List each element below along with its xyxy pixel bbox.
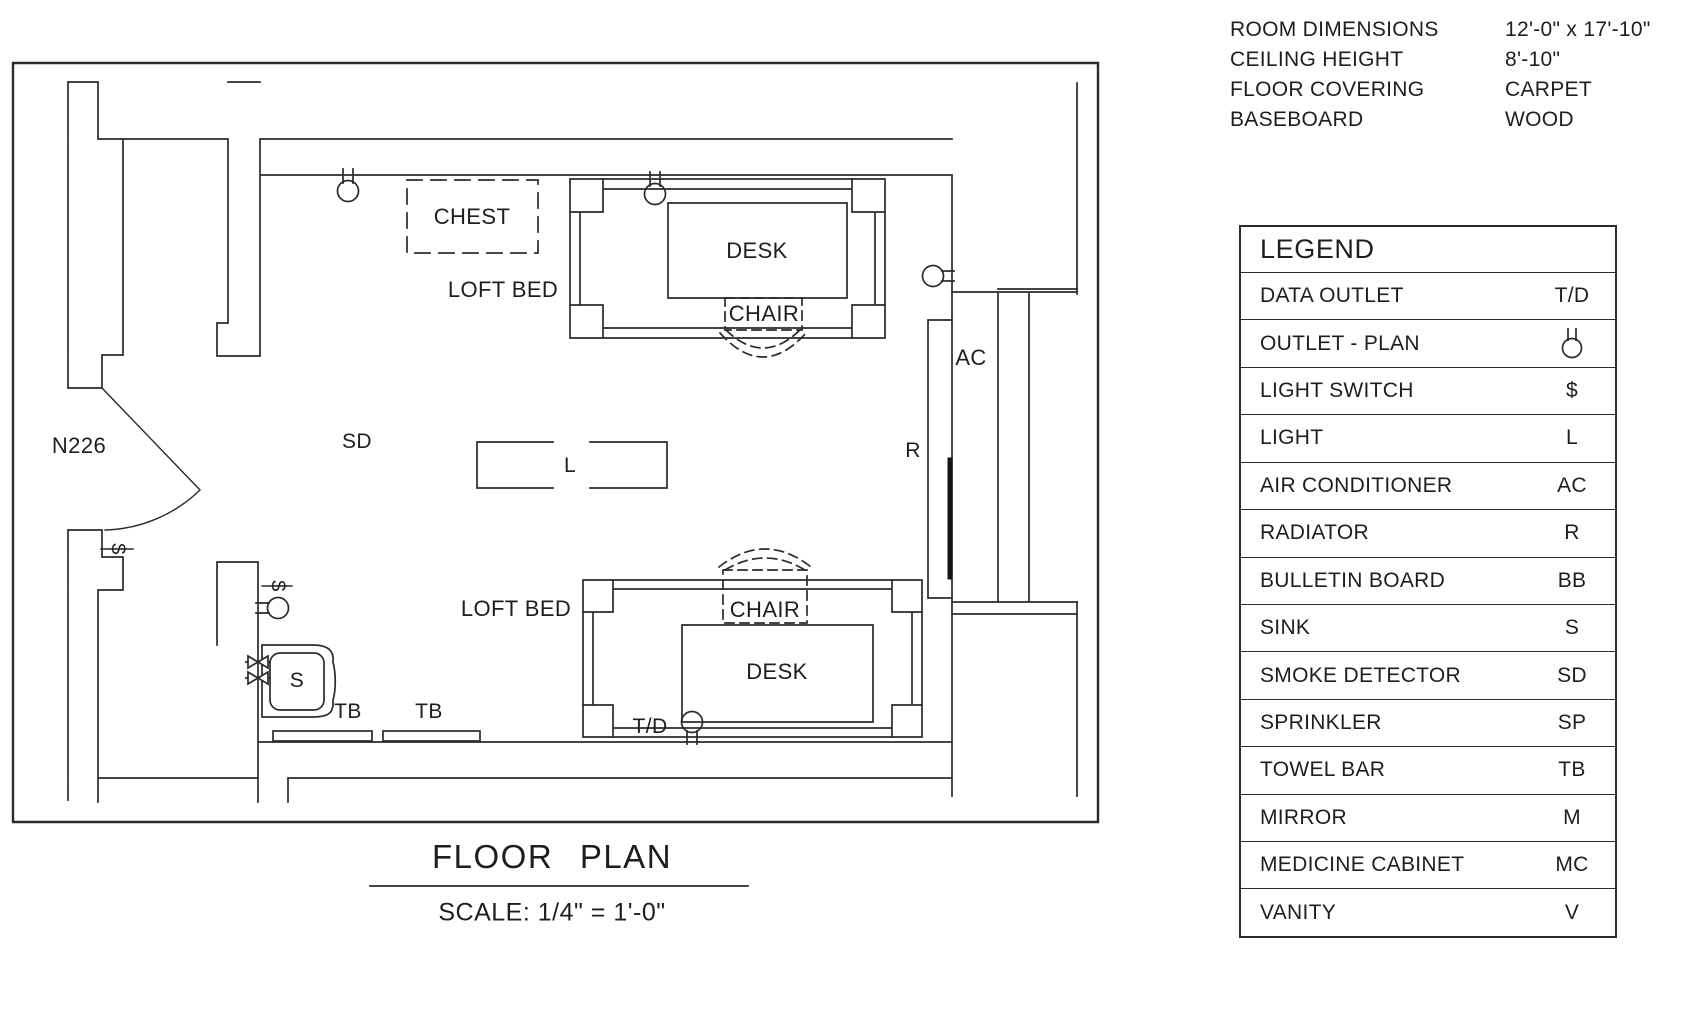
label-towel-bar-1: TB xyxy=(334,700,362,723)
door-n226[interactable] xyxy=(101,387,201,531)
towel-bars xyxy=(272,730,481,742)
label-radiator: R xyxy=(905,439,921,462)
light-switch-icon: $ xyxy=(106,543,129,555)
lower-loft-bed xyxy=(582,579,923,738)
legend-row: LIGHT SWITCH$ xyxy=(1241,366,1615,414)
label-chest: CHEST xyxy=(433,204,511,229)
light-fixture xyxy=(476,441,668,489)
lower-desk xyxy=(681,624,874,723)
upper-desk xyxy=(667,202,848,299)
upper-chair xyxy=(718,297,808,358)
label-sink: S xyxy=(289,669,305,692)
label-smoke-detector: SD xyxy=(342,430,372,453)
legend-title: LEGEND xyxy=(1260,234,1375,264)
label-towel-bar-2: TB xyxy=(415,700,443,723)
legend-row: OUTLET - PLAN xyxy=(1241,319,1615,366)
sink xyxy=(245,644,337,718)
switch-ticks xyxy=(100,548,293,587)
label-ac: AC xyxy=(955,345,987,370)
label-loft-bed-upper: LOFT BED xyxy=(447,277,559,302)
drawing-title: FLOOR PLAN xyxy=(431,838,673,875)
sheet-border xyxy=(11,61,1100,824)
lower-chair xyxy=(717,548,813,624)
walls xyxy=(67,81,1078,803)
label-light: L xyxy=(563,454,577,477)
chest-outline xyxy=(406,179,539,254)
label-data-outlet: T/D xyxy=(632,715,668,738)
label-desk-lower: DESK xyxy=(746,659,808,684)
outlet-plan-icon xyxy=(1561,328,1583,359)
upper-loft-bed xyxy=(569,178,886,339)
label-loft-bed-lower: LOFT BED xyxy=(460,596,572,621)
light-switch-icon-2: $ xyxy=(266,580,289,592)
drawing-scale: SCALE: 1/4" = 1'-0" xyxy=(438,898,666,927)
window-ac-bay xyxy=(951,288,1078,615)
label-chair-upper: CHAIR xyxy=(728,301,800,326)
outlet-icons xyxy=(255,168,955,745)
label-desk-upper: DESK xyxy=(726,238,788,263)
label-chair-lower: CHAIR xyxy=(729,597,801,622)
label-room-number: N226 xyxy=(51,433,107,458)
radiator xyxy=(927,319,953,599)
